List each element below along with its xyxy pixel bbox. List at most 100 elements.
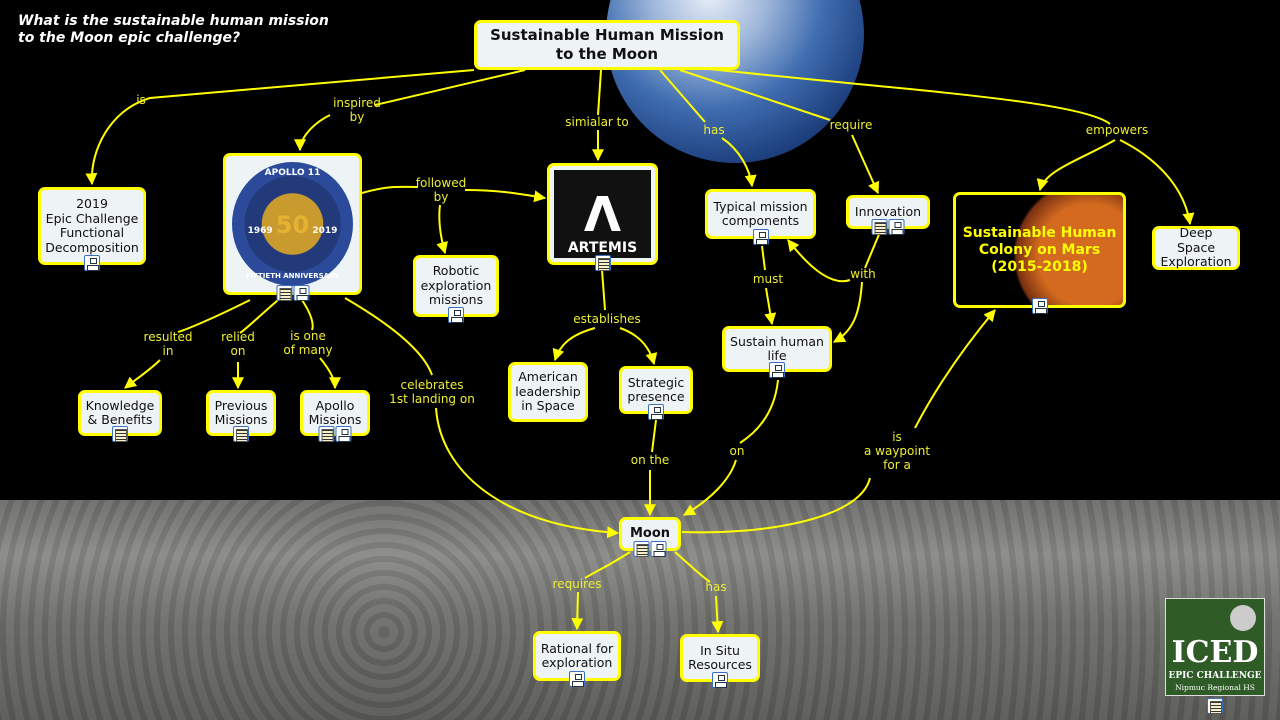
concept-epic-challenge[interactable]: 2019 Epic Challenge Functional Decomposi… <box>38 187 146 271</box>
apollo-11-logo: APOLLO 11 1969 50 2019 FIFTIETH ANNIVERS… <box>232 162 353 286</box>
link-line <box>787 239 851 283</box>
link-line <box>125 299 251 388</box>
concept-deep-space[interactable]: Deep Space Exploration <box>1152 226 1240 270</box>
resource-document-icon[interactable] <box>112 426 128 442</box>
link-label-waypoint[interactable]: is a waypoint for a <box>863 430 931 472</box>
link-label-followed-by[interactable]: followed by <box>415 176 467 204</box>
concept-map-icon[interactable] <box>293 285 309 301</box>
concept-map-icon[interactable] <box>569 671 585 687</box>
link-line <box>659 69 752 186</box>
link-label-has[interactable]: has <box>703 123 725 137</box>
link-label-has-resources[interactable]: has <box>705 580 727 594</box>
apollo-year-end: 2019 <box>312 226 338 236</box>
link-label-establishes[interactable]: establishes <box>573 312 641 326</box>
concept-mars-colony[interactable]: Sustainable Human Colony on Mars (2015-2… <box>953 192 1126 314</box>
concept-knowledge[interactable]: Knowledge & Benefits <box>78 390 162 442</box>
concept-map-icon[interactable] <box>650 541 667 557</box>
link-line <box>650 419 656 515</box>
link-label-celebrates[interactable]: celebrates 1st landing on <box>389 378 475 406</box>
concept-map-icon[interactable] <box>84 255 100 271</box>
iced-school: Nipmuc Regional HS <box>1175 683 1255 692</box>
link-label-resulted-in[interactable]: resulted in <box>143 330 193 358</box>
link-label-with[interactable]: with <box>850 267 876 281</box>
concept-moon[interactable]: Moon <box>619 517 681 557</box>
link-line <box>699 67 1116 190</box>
resource-document-icon[interactable] <box>276 285 292 301</box>
concept-map-icon[interactable] <box>752 229 769 245</box>
link-label-must[interactable]: must <box>752 272 784 286</box>
link-label-similar-to[interactable]: simialar to <box>565 115 629 129</box>
concept-map-icon[interactable] <box>769 362 785 378</box>
concept-in-situ[interactable]: In Situ Resources <box>680 634 760 688</box>
link-line <box>85 69 475 186</box>
link-line <box>344 297 618 533</box>
concept-label: Knowledge & Benefits <box>85 397 155 427</box>
concept-map-icon[interactable] <box>888 219 905 235</box>
concept-previous-missions[interactable]: Previous Missions <box>206 390 276 442</box>
apollo-logo-title: APOLLO 11 <box>264 168 321 178</box>
concept-label: Typical mission components <box>713 198 808 228</box>
link-line <box>238 299 279 388</box>
concept-label: Rational for exploration <box>540 640 614 670</box>
concept-robotic-missions[interactable]: Robotic exploration missions <box>413 255 499 323</box>
link-label-is[interactable]: is <box>136 93 146 107</box>
concept-map-icon[interactable] <box>1031 298 1048 314</box>
link-label-on[interactable]: on <box>729 444 745 458</box>
link-label-empowers[interactable]: empowers <box>1085 123 1149 137</box>
resource-document-icon[interactable] <box>871 219 888 235</box>
link-line <box>679 69 878 193</box>
link-label-require[interactable]: require <box>829 118 873 132</box>
concept-label: 2019 Epic Challenge Functional Decomposi… <box>45 196 139 255</box>
concept-innovation[interactable]: Innovation <box>846 195 930 235</box>
link-line <box>436 204 448 255</box>
concept-rational[interactable]: Rational for exploration <box>533 631 621 687</box>
link-label-inspired-by[interactable]: inspired by <box>333 96 381 124</box>
link-line <box>300 69 526 150</box>
link-line <box>834 231 881 342</box>
concept-label: Sustainable Human Colony on Mars (2015-2… <box>962 224 1117 275</box>
link-line <box>598 69 601 160</box>
link-label-is-one-of-many[interactable]: is one of many <box>283 329 333 357</box>
link-label-requires[interactable]: requires <box>552 577 602 591</box>
link-line <box>681 310 995 534</box>
concept-apollo-11[interactable]: APOLLO 11 1969 50 2019 FIFTIETH ANNIVERS… <box>223 153 362 301</box>
concept-label: In Situ Resources <box>688 642 752 672</box>
resource-document-icon[interactable] <box>1207 698 1223 714</box>
concept-american-leadership[interactable]: American leadership in Space <box>508 362 588 422</box>
concept-root[interactable]: Sustainable Human Mission to the Moon <box>474 20 740 70</box>
concept-label: Previous Missions <box>214 397 268 427</box>
concept-sustain-life[interactable]: Sustain human life <box>722 326 832 378</box>
concept-label: Sustain human life <box>730 333 824 363</box>
iced-subtitle: EPIC CHALLENGE <box>1168 671 1262 681</box>
concept-map-icon[interactable] <box>448 307 464 323</box>
apollo-logo-subtitle: FIFTIETH ANNIVERSARY <box>245 272 340 280</box>
link-line <box>619 327 658 366</box>
apollo-year-start: 1969 <box>247 226 273 236</box>
apollo-fifty: 50 <box>275 211 310 239</box>
resource-document-icon[interactable] <box>318 426 335 442</box>
concept-label: Moon <box>629 525 671 541</box>
link-line <box>577 551 631 629</box>
concept-map-icon[interactable] <box>335 426 352 442</box>
concept-label: Innovation <box>854 203 922 219</box>
link-line <box>361 187 545 198</box>
link-line <box>555 269 606 360</box>
concept-map-icon[interactable] <box>648 404 664 420</box>
concept-label: Strategic presence <box>627 374 685 404</box>
concept-typical-components[interactable]: Typical mission components <box>705 189 816 245</box>
resource-document-icon[interactable] <box>233 426 249 442</box>
link-label-on-the[interactable]: on the <box>630 453 670 467</box>
concept-apollo-missions[interactable]: Apollo Missions <box>300 390 370 442</box>
resource-document-icon[interactable] <box>633 541 650 557</box>
focus-question: What is the sustainable human mission to… <box>18 13 329 46</box>
link-line <box>674 551 718 632</box>
concept-strategic-presence[interactable]: Strategic presence <box>619 366 693 420</box>
resource-document-icon[interactable] <box>594 255 611 271</box>
artemis-logo-text: ARTEMIS <box>567 240 638 256</box>
link-line <box>1119 139 1195 226</box>
concept-map-icon[interactable] <box>712 672 728 688</box>
link-label-relied-on[interactable]: relied on <box>221 330 255 358</box>
